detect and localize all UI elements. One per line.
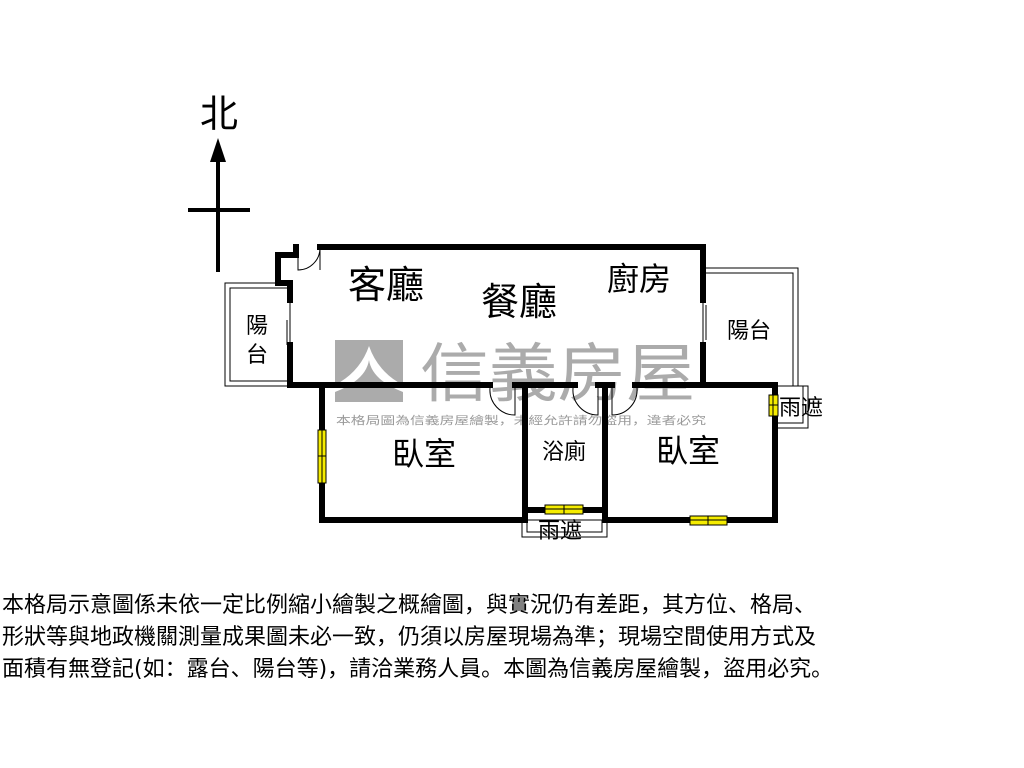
room-bedroom-right: 臥室 (656, 432, 720, 470)
disclaimer-line: 面積有無登記(如：露台、陽台等)，請洽業務人員。本圖為信義房屋繪製，盜用必究。 (2, 657, 834, 682)
doors (286, 247, 707, 416)
watermark-notice: 本格局圖為信義房屋繪製，未經允許請勿盜用，違者必究 (336, 413, 706, 427)
north-label: 北 (200, 92, 238, 136)
room-bathroom: 浴廁 (542, 440, 586, 465)
rain-shelter-right: 雨遮 (779, 396, 823, 421)
room-bedroom-left: 臥室 (392, 435, 456, 473)
disclaimer: 本格局示意圖係未依一定比例縮小繪製之概繪圖，與實況仍有差距，其方位、格局、 形狀… (2, 590, 1024, 686)
room-kitchen: 廚房 (607, 260, 671, 298)
north-arrow: 北 (188, 92, 250, 272)
room-living: 客廳 (348, 263, 424, 307)
room-balcony-left-2: 台 (246, 343, 268, 368)
room-dining: 餐廳 (481, 280, 557, 324)
disclaimer-line: 形狀等與地政機關測量成果圖未必一致，仍須以房屋現場為準；現場空間使用方式及 (2, 625, 817, 650)
watermark-brand: 信義房屋 (420, 338, 695, 412)
disclaimer-line: 本格局示意圖係未依一定比例縮小繪製之概繪圖，與實況仍有差距，其方位、格局、 (2, 593, 817, 618)
room-balcony-right: 陽台 (727, 319, 771, 344)
arrow-head-icon (210, 138, 226, 162)
watermark: 信義房屋 本格局圖為信義房屋繪製，未經允許請勿盜用，違者必究 (335, 338, 706, 427)
rain-shelter-bottom: 雨遮 (538, 519, 582, 544)
windows (317, 394, 779, 526)
brand-logo (335, 340, 403, 402)
room-balcony-left-1: 陽 (246, 314, 268, 339)
